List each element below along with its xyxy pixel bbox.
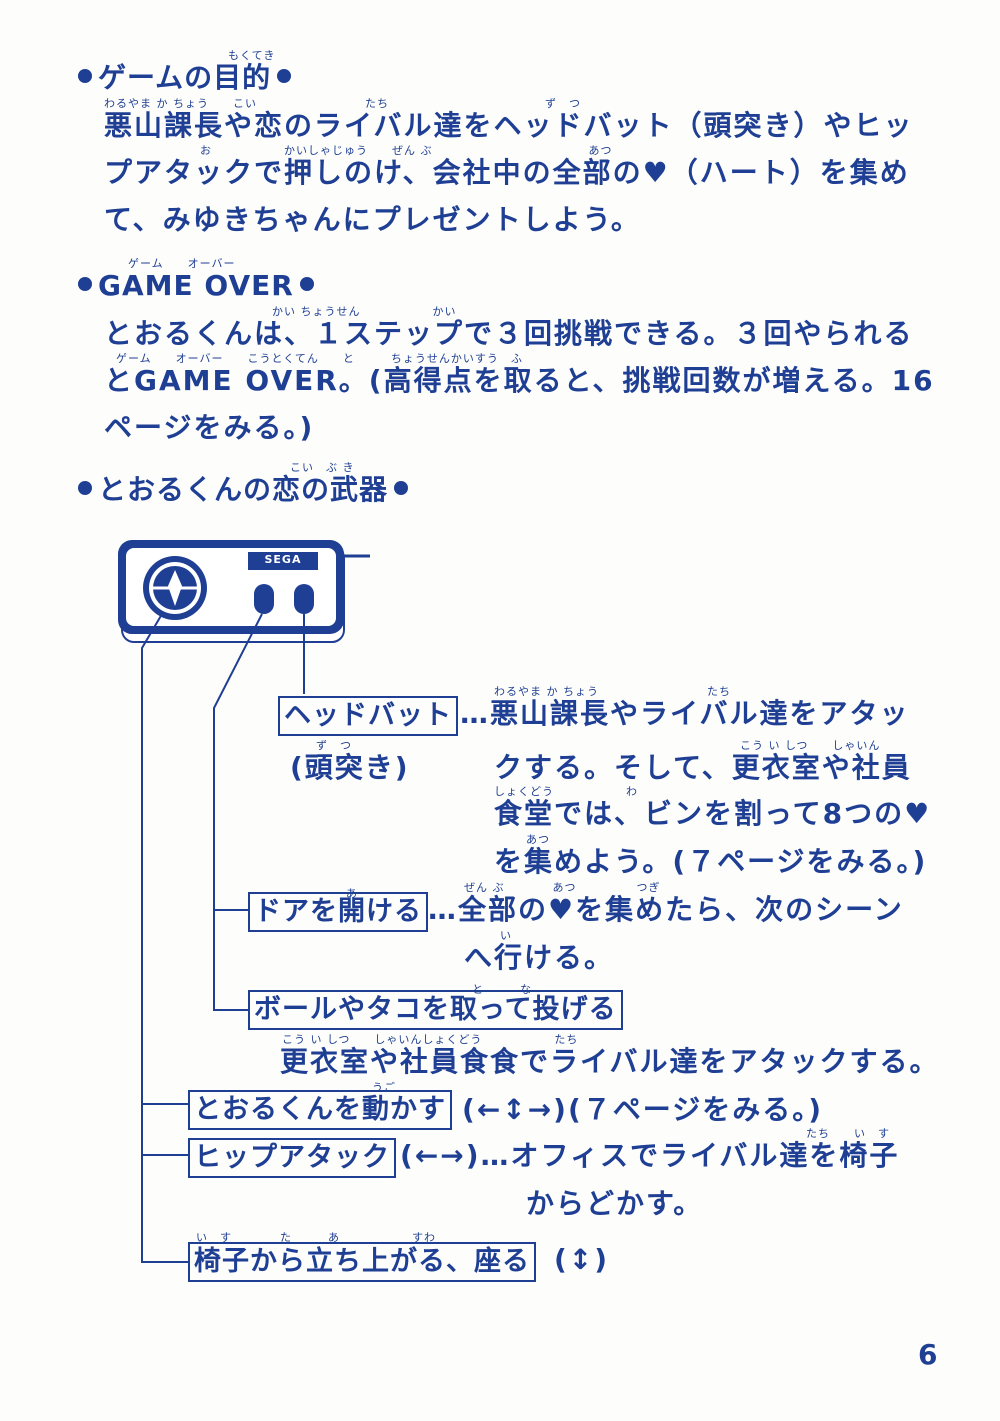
ball-label-ruby: と な	[472, 983, 532, 996]
headbutt-desc-2: クする。そして、更衣室や社員	[494, 751, 912, 784]
gameover-line-3: ページをみる。)	[104, 411, 315, 444]
gameover-title-ruby: ゲーム オーバー	[128, 257, 236, 270]
goal-line-1: 悪山課長や恋のライバル達をヘッドバット（頭突き）やヒッ	[104, 109, 914, 142]
goal-line-2: プアタックで押しのけ、会社中の全部の♥（ハート）を集め	[104, 156, 910, 189]
weapons-title: とおるくんの恋の武器	[98, 473, 389, 506]
headbutt-ruby-2: こう い しつ しゃいん	[740, 739, 881, 752]
connector-lines	[141, 613, 305, 1263]
controller-pad	[118, 540, 370, 643]
headbutt-ruby-3: しょくどう わ	[494, 785, 638, 798]
chair-label: 椅子から立ち上がる、座る	[188, 1242, 536, 1282]
bullet-dot	[78, 277, 92, 291]
door-ruby-2: い	[500, 929, 512, 942]
gameover-line-1: とおるくんは、１ステップで３回挑戦できる。３回やられる	[104, 317, 914, 350]
move-desc: (←↕→)(７ページをみる。)	[462, 1093, 824, 1126]
headbutt-ruby-1: わるやま か ちょう たち	[494, 685, 731, 698]
gameover-ruby-1: かい ちょうせん かい	[104, 305, 457, 318]
headbutt-label: ヘッドバット	[278, 696, 458, 736]
door-desc-1: …全部の♥を集めたら、次のシーン	[428, 893, 904, 926]
door-label: ドアを開ける	[248, 892, 428, 932]
headbutt-sub-ruby: ず つ	[316, 739, 352, 752]
hip-desc-2: からどかす。	[526, 1187, 704, 1220]
hip-label: ヒップアタック	[188, 1138, 396, 1178]
gameover-heading: GAME OVER	[72, 272, 320, 300]
chair-label-ruby: い す た あ すわ	[196, 1231, 436, 1244]
ball-label: ボールやタコを取って投げる	[248, 990, 623, 1030]
goal-title-ruby: もくてき	[228, 49, 276, 62]
weapons-title-ruby: こい ぶ き	[290, 461, 355, 474]
weapons-heading: とおるくんの恋の武器	[72, 476, 414, 504]
goal-heading: ゲームの目的	[72, 64, 297, 92]
headbutt-desc-4: を集めよう。(７ページをみる。)	[494, 845, 928, 878]
bullet-dot	[78, 481, 92, 495]
goal-ruby-1: わるやま か ちょう こい たち ず つ	[104, 97, 581, 110]
gameover-line-2: とGAME OVER。(高得点を取ると、挑戦回数が増える。16	[104, 364, 935, 397]
goal-ruby-2: お かいしゃじゅう ぜん ぶ あつ	[104, 144, 613, 157]
goal-line-3: て、みゆきちゃんにプレゼントしよう。	[104, 203, 641, 236]
door-ruby-1: ぜん ぶ あつ つぎ	[464, 881, 661, 894]
page-number: 6	[918, 1338, 938, 1371]
headbutt-desc-1: …悪山課長やライバル達をアタッ	[460, 697, 910, 730]
hip-desc-1: (←→)…オフィスでライバル達を椅子	[400, 1139, 900, 1172]
hip-ruby: たち い す	[806, 1127, 890, 1140]
headbutt-desc-3: 食堂では、ビンを割って8つの♥	[494, 797, 932, 830]
ball-ruby: こう い しつ しゃいんしょくどう たち	[282, 1033, 579, 1046]
gameover-title: GAME OVER	[98, 269, 294, 302]
controller-logo: SEGA	[264, 553, 302, 566]
chair-desc: (↕)	[554, 1243, 610, 1276]
bullet-dot	[299, 277, 314, 291]
bullet-dot	[78, 69, 92, 83]
move-label: とおるくんを動かす	[188, 1090, 452, 1130]
headbutt-sub: (頭突き)	[290, 751, 410, 784]
move-label-ruby: うご	[372, 1081, 396, 1094]
gameover-ruby-2: ゲーム オーバー こうとくてん と ちょうせんかいすう ふ	[104, 352, 523, 365]
bullet-dot	[394, 481, 409, 495]
headbutt-ruby-4: あつ	[526, 833, 550, 846]
ball-desc: 更衣室や社員食食でライバル達をアタックする。	[280, 1045, 940, 1078]
door-desc-2: へ行ける。	[464, 941, 615, 974]
bullet-dot	[277, 69, 292, 83]
goal-title: ゲームの目的	[98, 61, 272, 94]
